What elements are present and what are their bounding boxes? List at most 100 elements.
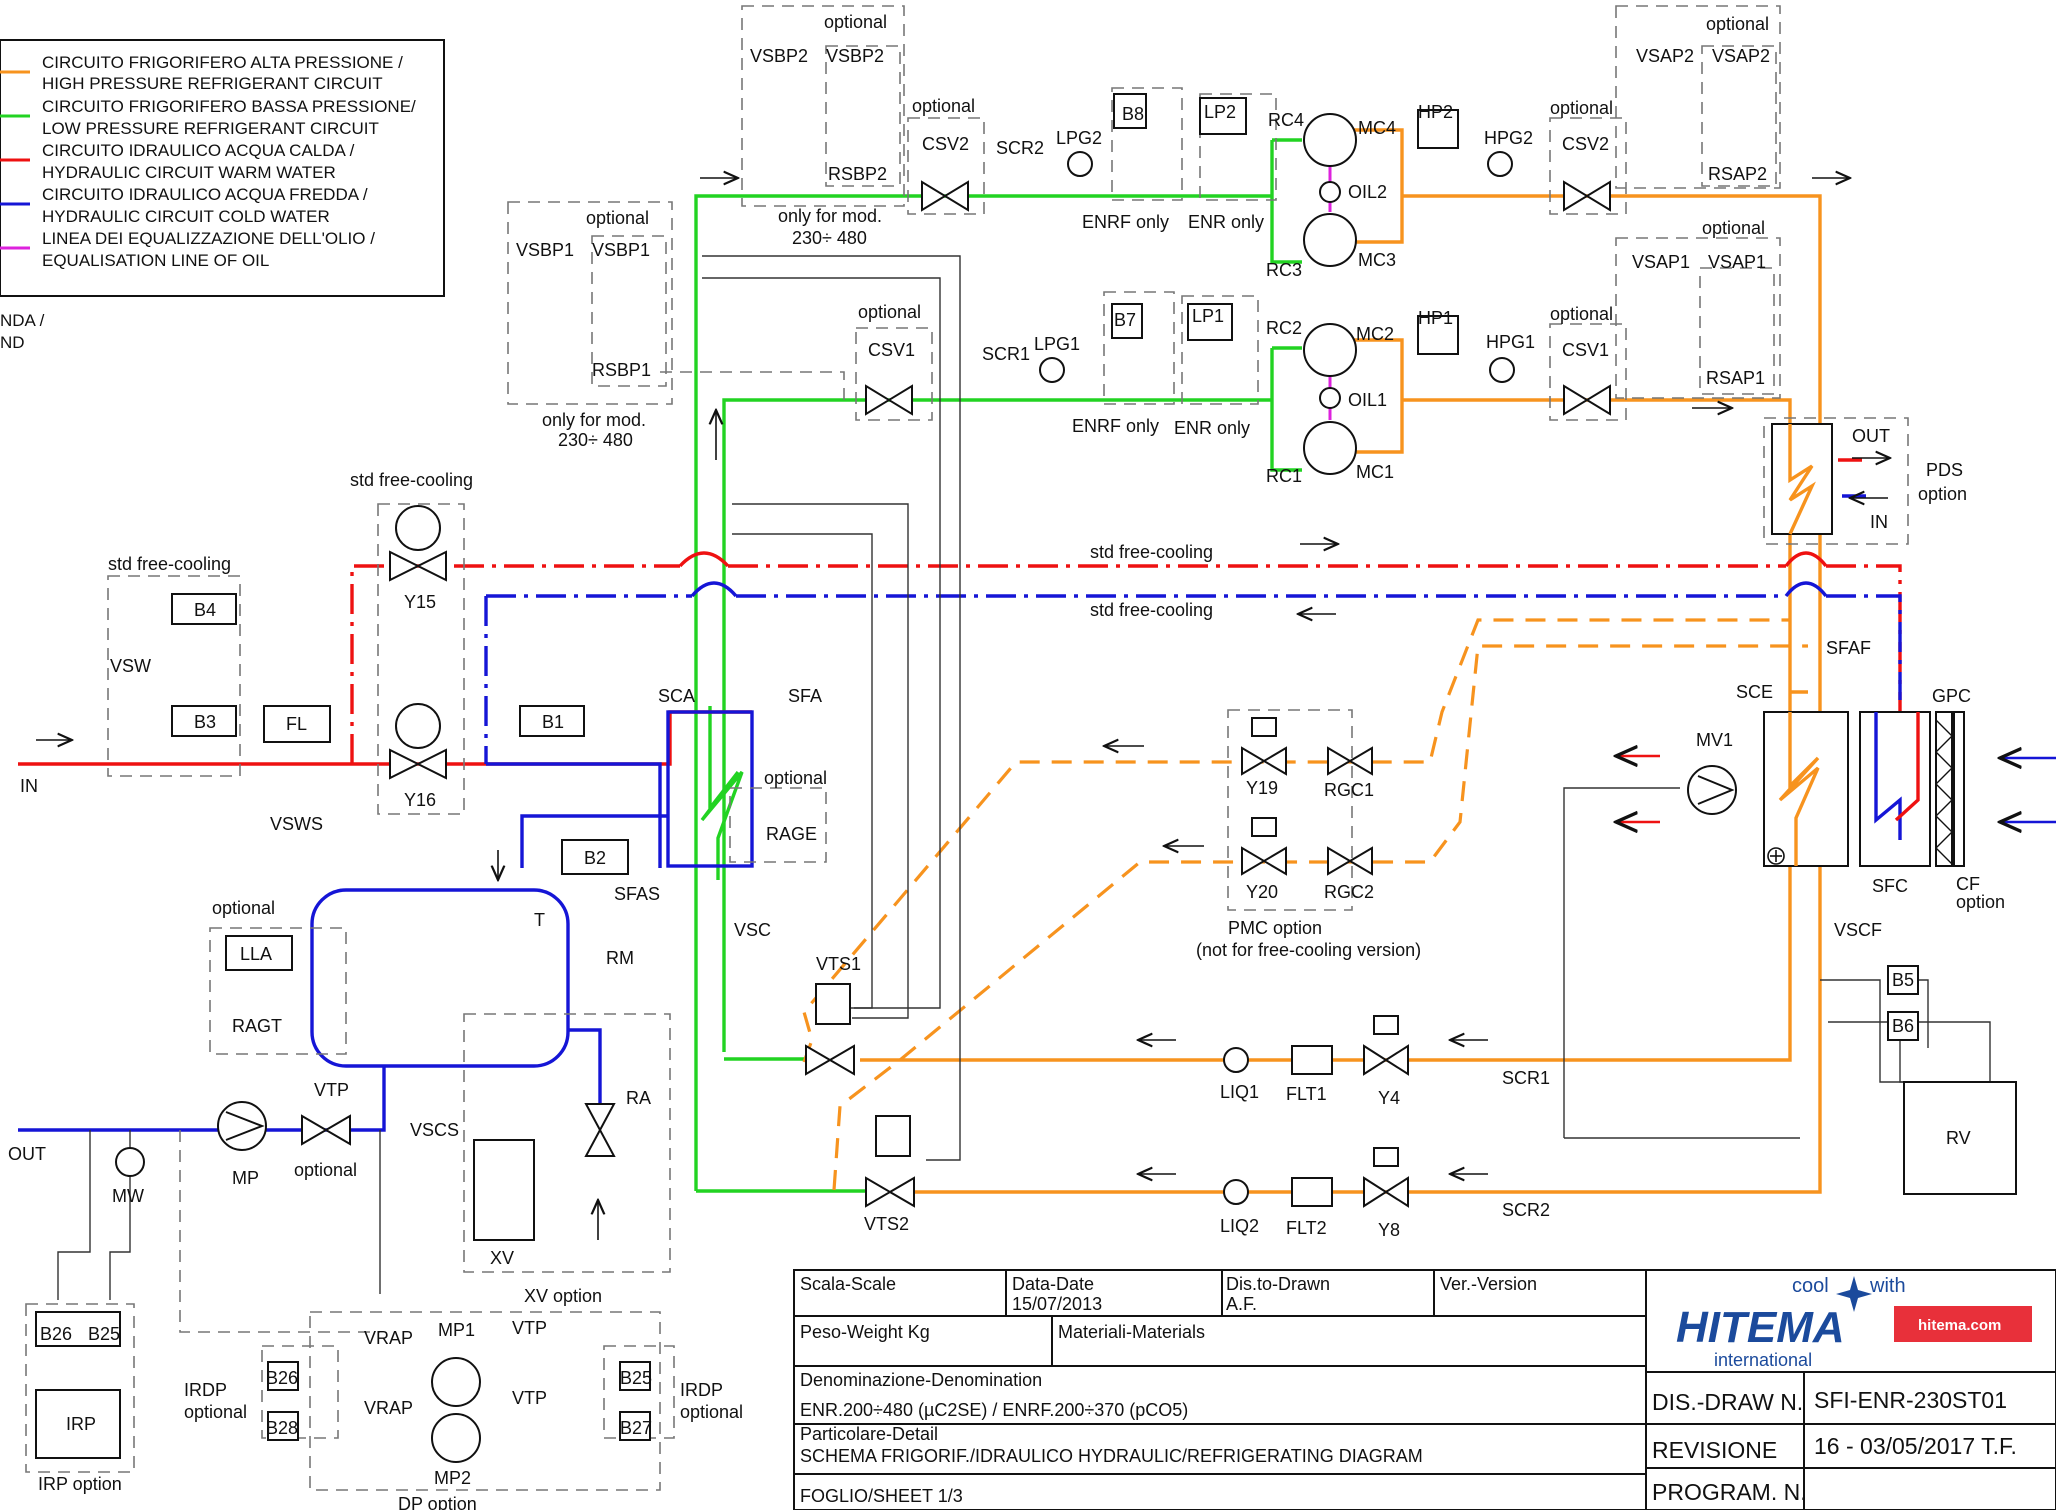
oil1-sight (1319, 387, 1341, 409)
label-b2: B2 (584, 848, 606, 868)
label-lpg1: LPG1 (1034, 334, 1080, 354)
legend-line2: LOW PRESSURE REFRIGERANT CIRCUIT (42, 119, 379, 138)
legend-line1: CIRCUITO FRIGORIFERO ALTA PRESSIONE / (42, 53, 403, 72)
valve-vtp (301, 1114, 351, 1146)
tb-drawn-no-value: SFI-ENR-230ST01 (1814, 1387, 2007, 1413)
boxes (35, 93, 2017, 1459)
legend-item-cold-water: CIRCUITO IDRAULICO ACQUA FREDDA / HYDRAU… (0, 185, 368, 226)
label-lp2: LP2 (1204, 102, 1236, 122)
label-b7: B7 (1114, 310, 1136, 330)
valve-rgc1 (1327, 746, 1373, 776)
tb-weight-label: Peso-Weight Kg (800, 1322, 930, 1342)
label-mc3: MC3 (1358, 250, 1396, 270)
logo-site: hitema.com (1918, 1317, 2001, 1334)
fan-mv1 (1687, 765, 1737, 815)
label-liq2: LIQ2 (1220, 1216, 1259, 1236)
label-optional: optional (586, 208, 649, 228)
label-y16: Y16 (404, 790, 436, 810)
label-y4: Y4 (1378, 1088, 1400, 1108)
label-pmc-option: PMC option (1228, 918, 1322, 938)
valve-vts2 (865, 1115, 915, 1208)
label-rc1: RC1 (1266, 466, 1302, 486)
legend-cut-line1: NDA / (0, 311, 45, 330)
hitema-logo: cool with HITEMA international hitema.co… (1676, 1275, 2032, 1370)
legend-item-high-pressure: CIRCUITO FRIGORIFERO ALTA PRESSIONE / HI… (0, 53, 403, 93)
label-scr1: SCR1 (982, 344, 1030, 364)
valve-ra (584, 1103, 616, 1157)
label-ragt: RAGT (232, 1016, 282, 1036)
label-mod-range: 230÷ 480 (558, 430, 633, 450)
label-mp1: MP1 (438, 1320, 475, 1340)
label-y19: Y19 (1246, 778, 1278, 798)
label-scr1: SCR1 (1502, 1068, 1550, 1088)
label-optional: optional (824, 12, 887, 32)
label-vtp: VTP (512, 1318, 547, 1338)
label-y15: Y15 (404, 592, 436, 612)
label-vsc: VSC (734, 920, 771, 940)
pump-mp1 (431, 1357, 481, 1407)
valve-csv2 (921, 180, 969, 212)
label-xv: XV (490, 1248, 514, 1268)
label-enrf-only: ENRF only (1072, 416, 1159, 436)
legend-item-oil-line: LINEA DEI EQUALIZZAZIONE DELL'OLIO / EQU… (0, 229, 375, 270)
label-vrap: VRAP (364, 1328, 413, 1348)
label-flt2: FLT2 (1286, 1218, 1327, 1238)
label-out: OUT (1852, 426, 1890, 446)
label-vsap2-b: VSAP2 (1712, 46, 1770, 66)
label-enr-only: ENR only (1188, 212, 1264, 232)
label-irdp-option: optional (184, 1402, 247, 1422)
label-b26: B26 (40, 1324, 72, 1344)
label-enrf-only: ENRF only (1082, 212, 1169, 232)
tb-version-label: Ver.-Version (1440, 1274, 1537, 1294)
legend-line1: CIRCUITO IDRAULICO ACQUA FREDDA / (42, 185, 368, 204)
label-irdp: IRDP (680, 1380, 723, 1400)
label-liq1: LIQ1 (1220, 1082, 1259, 1102)
compressor-mc1 (1303, 421, 1357, 475)
label-rsbp1: RSBP1 (592, 360, 651, 380)
oil2-sight (1319, 181, 1341, 203)
legend-line1: CIRCUITO IDRAULICO ACQUA CALDA / (42, 141, 355, 160)
label-b25: B25 (620, 1368, 652, 1388)
label-csv1: CSV1 (868, 340, 915, 360)
label-rc4: RC4 (1268, 110, 1304, 130)
label-mw: MW (112, 1186, 144, 1206)
legend-line1: LINEA DEI EQUALIZZAZIONE DELL'OLIO / (42, 229, 375, 248)
label-irp: IRP (66, 1414, 96, 1434)
label-mp: MP (232, 1168, 259, 1188)
label-scr2: SCR2 (996, 138, 1044, 158)
label-hpg2: HPG2 (1484, 128, 1533, 148)
label-oil2: OIL2 (1348, 182, 1387, 202)
compressor-mc3 (1303, 213, 1357, 267)
pump-mp (217, 1101, 267, 1151)
legend-item-low-pressure: CIRCUITO FRIGORIFERO BASSA PRESSIONE/ LO… (0, 97, 416, 138)
valve-y20 (1241, 817, 1287, 876)
tb-sheet: FOGLIO/SHEET 1/3 (800, 1486, 963, 1506)
label-mc4: MC4 (1358, 118, 1396, 138)
label-rsap1: RSAP1 (1706, 368, 1765, 388)
label-ra: RA (626, 1088, 651, 1108)
plus-icon (1767, 847, 1785, 865)
label-vtp: VTP (314, 1080, 349, 1100)
label-pds: PDS (1926, 460, 1963, 480)
label-b5: B5 (1892, 970, 1914, 990)
legend-item-warm-water: CIRCUITO IDRAULICO ACQUA CALDA / HYDRAUL… (0, 141, 355, 182)
label-optional: optional (1550, 304, 1613, 324)
label-mc1: MC1 (1356, 462, 1394, 482)
label-rgc2: RGC2 (1324, 882, 1374, 902)
label-mv1: MV1 (1696, 730, 1733, 750)
label-fl: FL (286, 714, 307, 734)
label-vts1: VTS1 (816, 954, 861, 974)
label-scr2: SCR2 (1502, 1200, 1550, 1220)
gauge-lpg2 (1067, 151, 1093, 177)
logo-with: with (1869, 1275, 1906, 1297)
gauge-mw (115, 1147, 145, 1177)
valve-y16 (389, 703, 447, 780)
legend-line2: HYDRAULIC CIRCUIT WARM WATER (42, 163, 336, 182)
tb-revision-value: 16 - 03/05/2017 T.F. (1814, 1433, 2017, 1459)
title-block: Scala-Scale Data-Date 15/07/2013 Dis.to-… (793, 1269, 2056, 1510)
label-vsap1: VSAP1 (1632, 252, 1690, 272)
label-rage: RAGE (766, 824, 817, 844)
label-rsbp2: RSBP2 (828, 164, 887, 184)
legend-line2: HIGH PRESSURE REFRIGERANT CIRCUIT (42, 74, 383, 93)
label-mod-range: 230÷ 480 (792, 228, 867, 248)
